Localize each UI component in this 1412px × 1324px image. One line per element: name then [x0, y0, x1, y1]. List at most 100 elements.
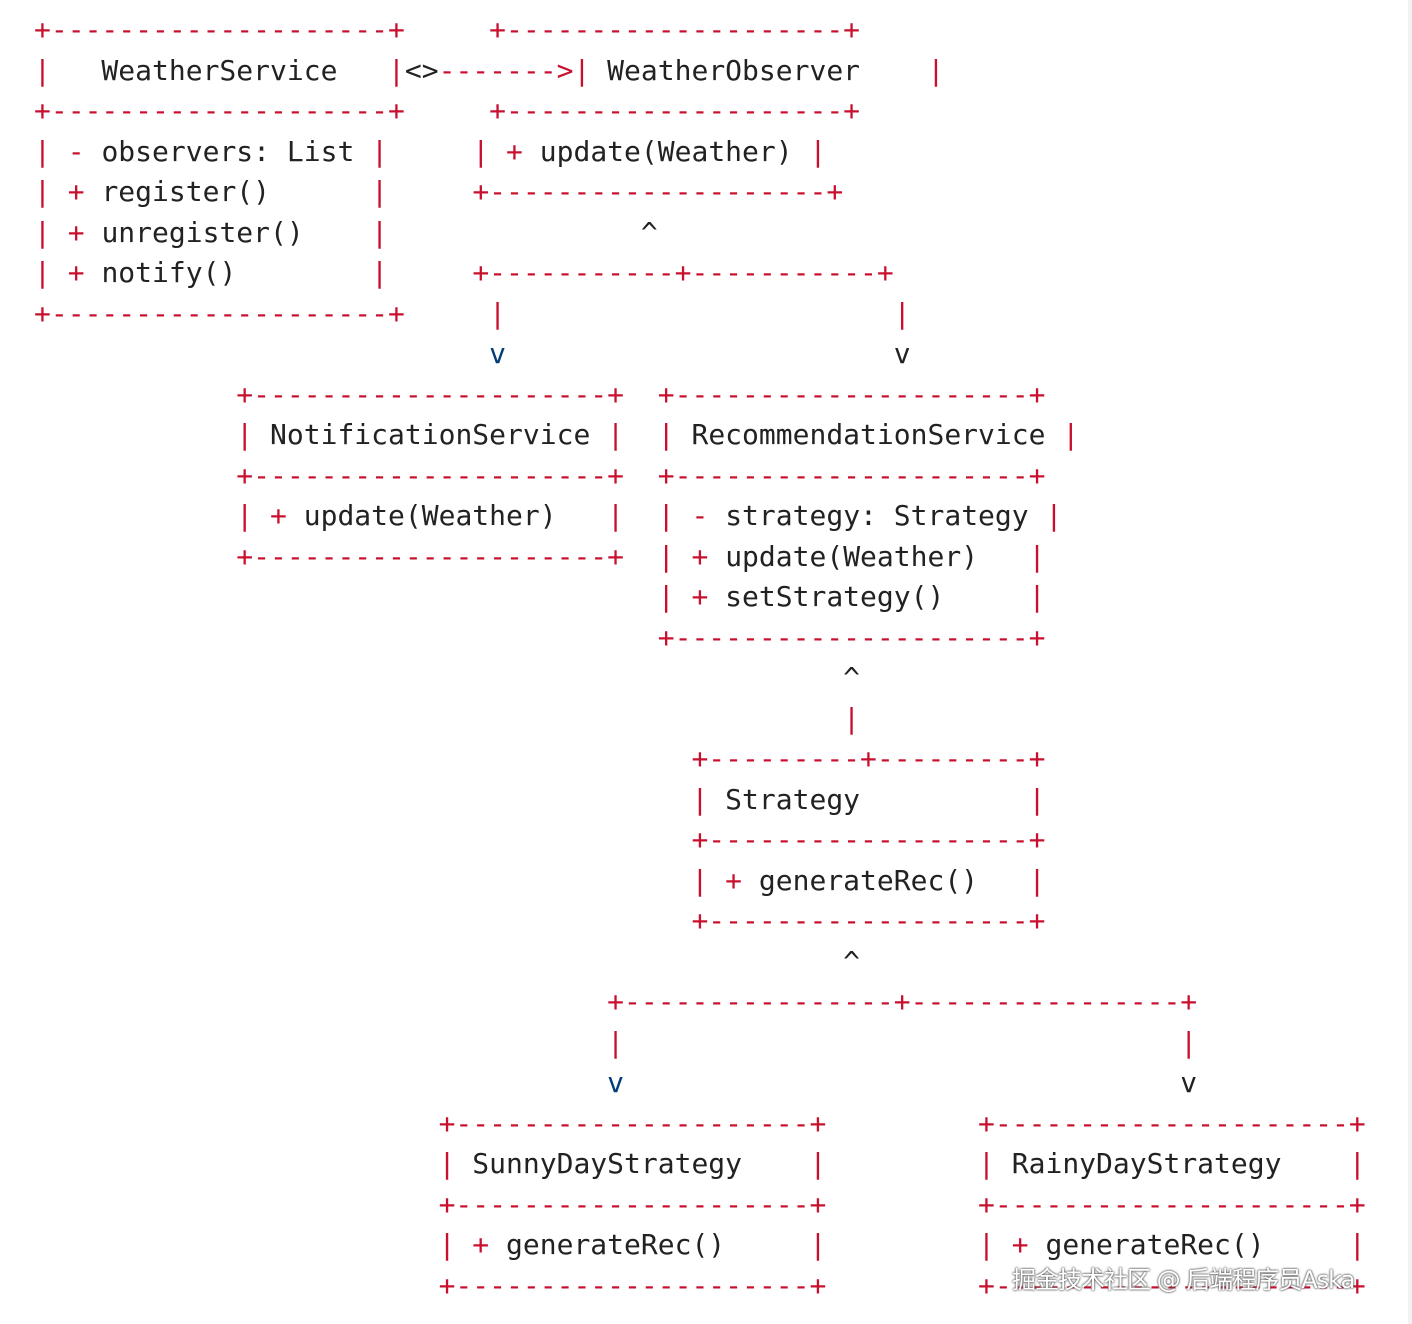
diagram-segment [34, 459, 236, 492]
diagram-segment [34, 580, 658, 613]
diagram-segment: | + [236, 499, 304, 532]
diagram-segment: | [927, 53, 945, 87]
diagram-line: +---------------------+ +---------------… [34, 1104, 1366, 1144]
diagram-segment: RecommendationService [674, 418, 1063, 451]
diagram-segment [405, 13, 489, 46]
diagram-segment: | [1348, 1228, 1366, 1261]
diagram-segment: +---------------------+ [438, 1268, 827, 1302]
diagram-line: | + generateRec() | [34, 861, 1045, 901]
diagram-segment: v [607, 1066, 625, 1099]
diagram-segment: | [34, 53, 51, 87]
diagram-segment: +---------------------+ [236, 377, 625, 411]
diagram-line: +---------+---------+ [34, 739, 1045, 779]
diagram-segment [624, 378, 658, 411]
diagram-segment: | [1062, 418, 1080, 451]
diagram-segment: v [489, 337, 507, 370]
diagram-segment: strategy: Strategy [725, 499, 1046, 532]
diagram-segment: +--------------------+ [34, 94, 405, 127]
diagram-segment [34, 742, 691, 775]
diagram-segment [624, 540, 658, 573]
diagram-line: | + register() | +--------------------+ [34, 172, 843, 212]
diagram-segment: | [573, 53, 591, 87]
diagram-segment: v [624, 1066, 1198, 1099]
diagram-line: | SunnyDayStrategy | | RainyDayStrategy … [34, 1144, 1366, 1184]
diagram-line: +--------------------+ | | [34, 294, 911, 334]
diagram-segment [34, 1228, 439, 1261]
diagram-segment: register() [101, 175, 372, 208]
diagram-segment: | [371, 215, 389, 249]
diagram-segment [34, 621, 658, 654]
diagram-segment: | [657, 418, 675, 451]
diagram-segment: WeatherService [50, 53, 389, 87]
diagram-segment [826, 1188, 978, 1221]
diagram-segment [826, 1107, 978, 1140]
diagram-segment: | | [489, 296, 911, 330]
diagram-segment: ^ [34, 661, 861, 694]
diagram-segment: +---------------------+ [978, 1268, 1366, 1302]
diagram-segment: +---------------------+ [236, 458, 625, 492]
diagram-segment: | [388, 53, 405, 87]
diagram-segment [34, 904, 691, 937]
diagram-segment: +---------------------+ [657, 458, 1046, 492]
diagram-segment: NotificationService [253, 418, 608, 451]
right-edge-divider [1408, 0, 1412, 1324]
diagram-segment: | + [438, 1228, 507, 1261]
diagram-segment [34, 702, 843, 735]
diagram-segment: +-------------------+ [691, 904, 1046, 937]
diagram-segment [34, 1269, 439, 1302]
diagram-segment [405, 94, 489, 127]
diagram-segment: -------> [438, 53, 574, 87]
diagram-line: ^ [34, 942, 860, 982]
diagram-line: | + notify() | +-----------+-----------+ [34, 253, 894, 293]
diagram-segment: | [809, 1228, 827, 1261]
diagram-segment [34, 378, 236, 411]
diagram-segment: | - [34, 134, 102, 168]
diagram-segment: | [843, 701, 861, 735]
diagram-segment: | [1028, 782, 1046, 816]
diagram-line: +--------------------+ +----------------… [34, 91, 860, 131]
diagram-segment [34, 418, 236, 451]
diagram-segment: +---------------------+ [236, 539, 625, 573]
diagram-line: +---------------------+ +---------------… [34, 1266, 1366, 1306]
diagram-segment: +--------------------+ [34, 13, 405, 46]
diagram-line: v v [34, 1063, 1197, 1103]
diagram-segment: notify() [101, 256, 372, 289]
diagram-line: | WeatherService |<>------->| WeatherObs… [34, 51, 944, 91]
diagram-segment: +----------------+----------------+ [607, 985, 1198, 1018]
diagram-line: v v [34, 334, 910, 374]
diagram-line: | Strategy | [34, 780, 1045, 820]
diagram-line: | + update(Weather) | | - strategy: Stra… [34, 496, 1062, 536]
diagram-line: | [34, 699, 860, 739]
diagram-line: +----------------+----------------+ [34, 982, 1197, 1022]
diagram-line: | + unregister() | ^ [34, 213, 658, 253]
diagram-segment: Strategy [708, 782, 1029, 816]
diagram-segment [34, 1066, 607, 1099]
diagram-segment: +---------------------+ [657, 377, 1046, 411]
diagram-segment: +---------------------+ [438, 1106, 827, 1140]
diagram-line: +---------------------+ [34, 618, 1046, 658]
diagram-segment [405, 297, 489, 330]
diagram-segment: | | [607, 1025, 1198, 1059]
diagram-segment: SunnyDayStrategy [455, 1147, 810, 1180]
diagram-segment: observers: List [101, 134, 372, 168]
diagram-segment: | [1028, 539, 1046, 573]
diagram-line: | | [34, 1023, 1197, 1063]
diagram-segment: +---------------------+ [438, 1187, 827, 1221]
diagram-line: +---------------------+ +---------------… [34, 1185, 1366, 1225]
diagram-segment: | + [472, 134, 540, 168]
diagram-segment: +---------------------+ [978, 1106, 1366, 1140]
diagram-line: +--------------------+ +----------------… [34, 10, 860, 50]
diagram-line: | + generateRec() | | + generateRec() | [34, 1225, 1366, 1265]
diagram-segment [34, 864, 691, 897]
diagram-segment: | + [978, 1228, 1046, 1261]
diagram-segment [624, 459, 658, 492]
diagram-segment: RainyDayStrategy [994, 1147, 1349, 1180]
diagram-segment: +---------+---------+ [691, 742, 1046, 775]
diagram-segment [826, 1228, 978, 1261]
diagram-segment: | + [34, 256, 102, 289]
diagram-segment: ^ [34, 944, 861, 978]
diagram-segment [388, 135, 472, 168]
diagram-line: +-------------------+ [34, 820, 1045, 860]
diagram-segment: | [978, 1147, 995, 1180]
